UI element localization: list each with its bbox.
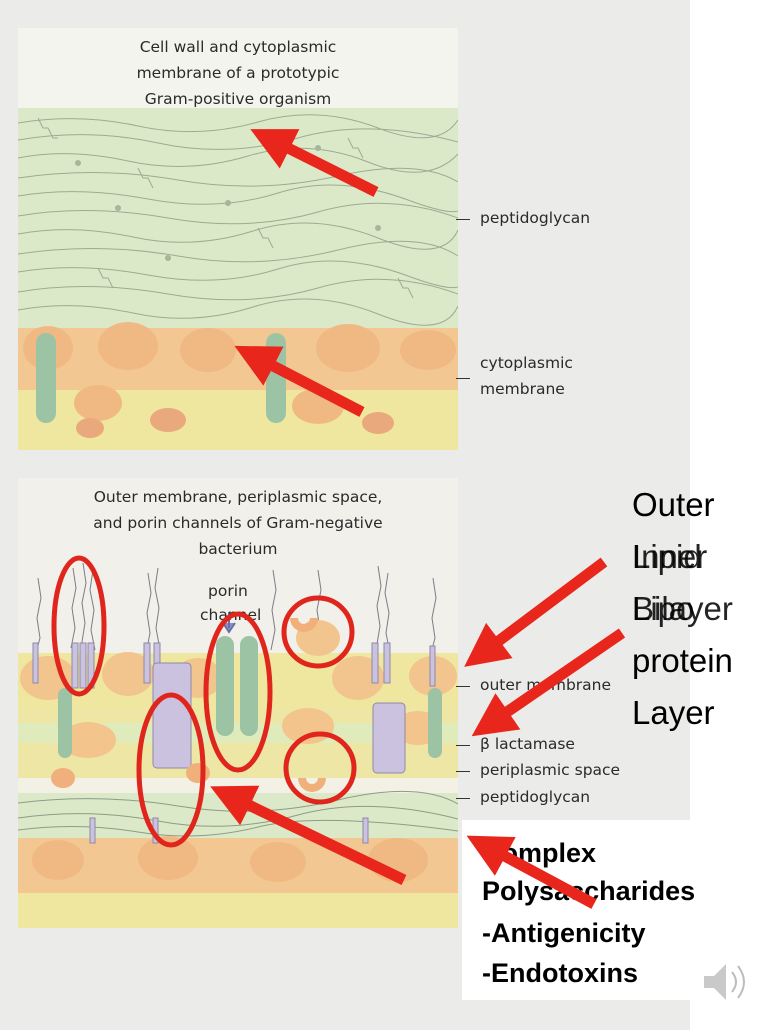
annotation-outer: Outer <box>632 486 715 523</box>
peptidoglycan-tick-bottom <box>456 798 470 799</box>
porin-label-1: porin <box>208 582 248 600</box>
label-periplasmic-space: periplasmic space <box>480 761 621 779</box>
note-line-4: -Endotoxins <box>482 958 638 988</box>
circle-porin-channel <box>203 611 273 773</box>
arrow-cytoplasmic <box>234 345 365 417</box>
gram-negative-illustration <box>18 562 458 928</box>
speaker-icon <box>704 964 745 1000</box>
annotation-lipid: Lipid <box>632 538 702 575</box>
arrow-outer-lipid <box>464 557 608 667</box>
label-peptidoglycan-top: peptidoglycan <box>480 209 591 227</box>
outer-membrane-tick <box>456 686 470 687</box>
bottom-title-line-3: bacterium <box>198 540 278 558</box>
label-peptidoglycan-bottom: peptidoglycan <box>480 788 591 806</box>
top-title-line-3: Gram-positive organism <box>144 90 332 108</box>
arrow-peptidoglycan <box>250 129 379 197</box>
annotation-bilayer: Bilayer <box>632 590 733 627</box>
peptidoglycan-tick-top <box>456 219 470 220</box>
lactamase-tick <box>456 745 470 746</box>
note-line-3: -Antigenicity <box>482 918 646 948</box>
bottom-title-line-1: Outer membrane, periplasmic space, <box>93 488 383 506</box>
annotation-layer: Layer <box>632 694 715 731</box>
gram-negative-panel: Outer membrane, periplasmic space, and p… <box>18 478 458 928</box>
top-title-line-1: Cell wall and cytoplasmic <box>139 38 337 56</box>
label-cytoplasmic-2: membrane <box>480 380 565 398</box>
cytoplasmic-tick <box>456 378 470 379</box>
top-title-line-2: membrane of a prototypic <box>136 64 340 82</box>
arrow-complex <box>466 835 597 909</box>
annotation-lipo: Lipo <box>632 590 695 627</box>
circle-protein-top <box>281 595 355 669</box>
circle-protein-bottom <box>283 731 357 805</box>
circle-lactamase <box>136 692 206 848</box>
arrow-lipoprotein <box>471 628 626 737</box>
circle-lipopolysaccharide <box>51 555 107 697</box>
bottom-title-line-2: and porin channels of Gram-negative <box>93 514 383 532</box>
periplasmic-tick <box>456 771 470 772</box>
annotation-protein: protein <box>632 642 733 679</box>
annotation-inner: Inner <box>632 538 708 575</box>
label-cytoplasmic-1: cytoplasmic <box>480 354 573 372</box>
arrow-lps <box>210 785 407 885</box>
label-b-lactamase: β lactamase <box>480 735 575 753</box>
